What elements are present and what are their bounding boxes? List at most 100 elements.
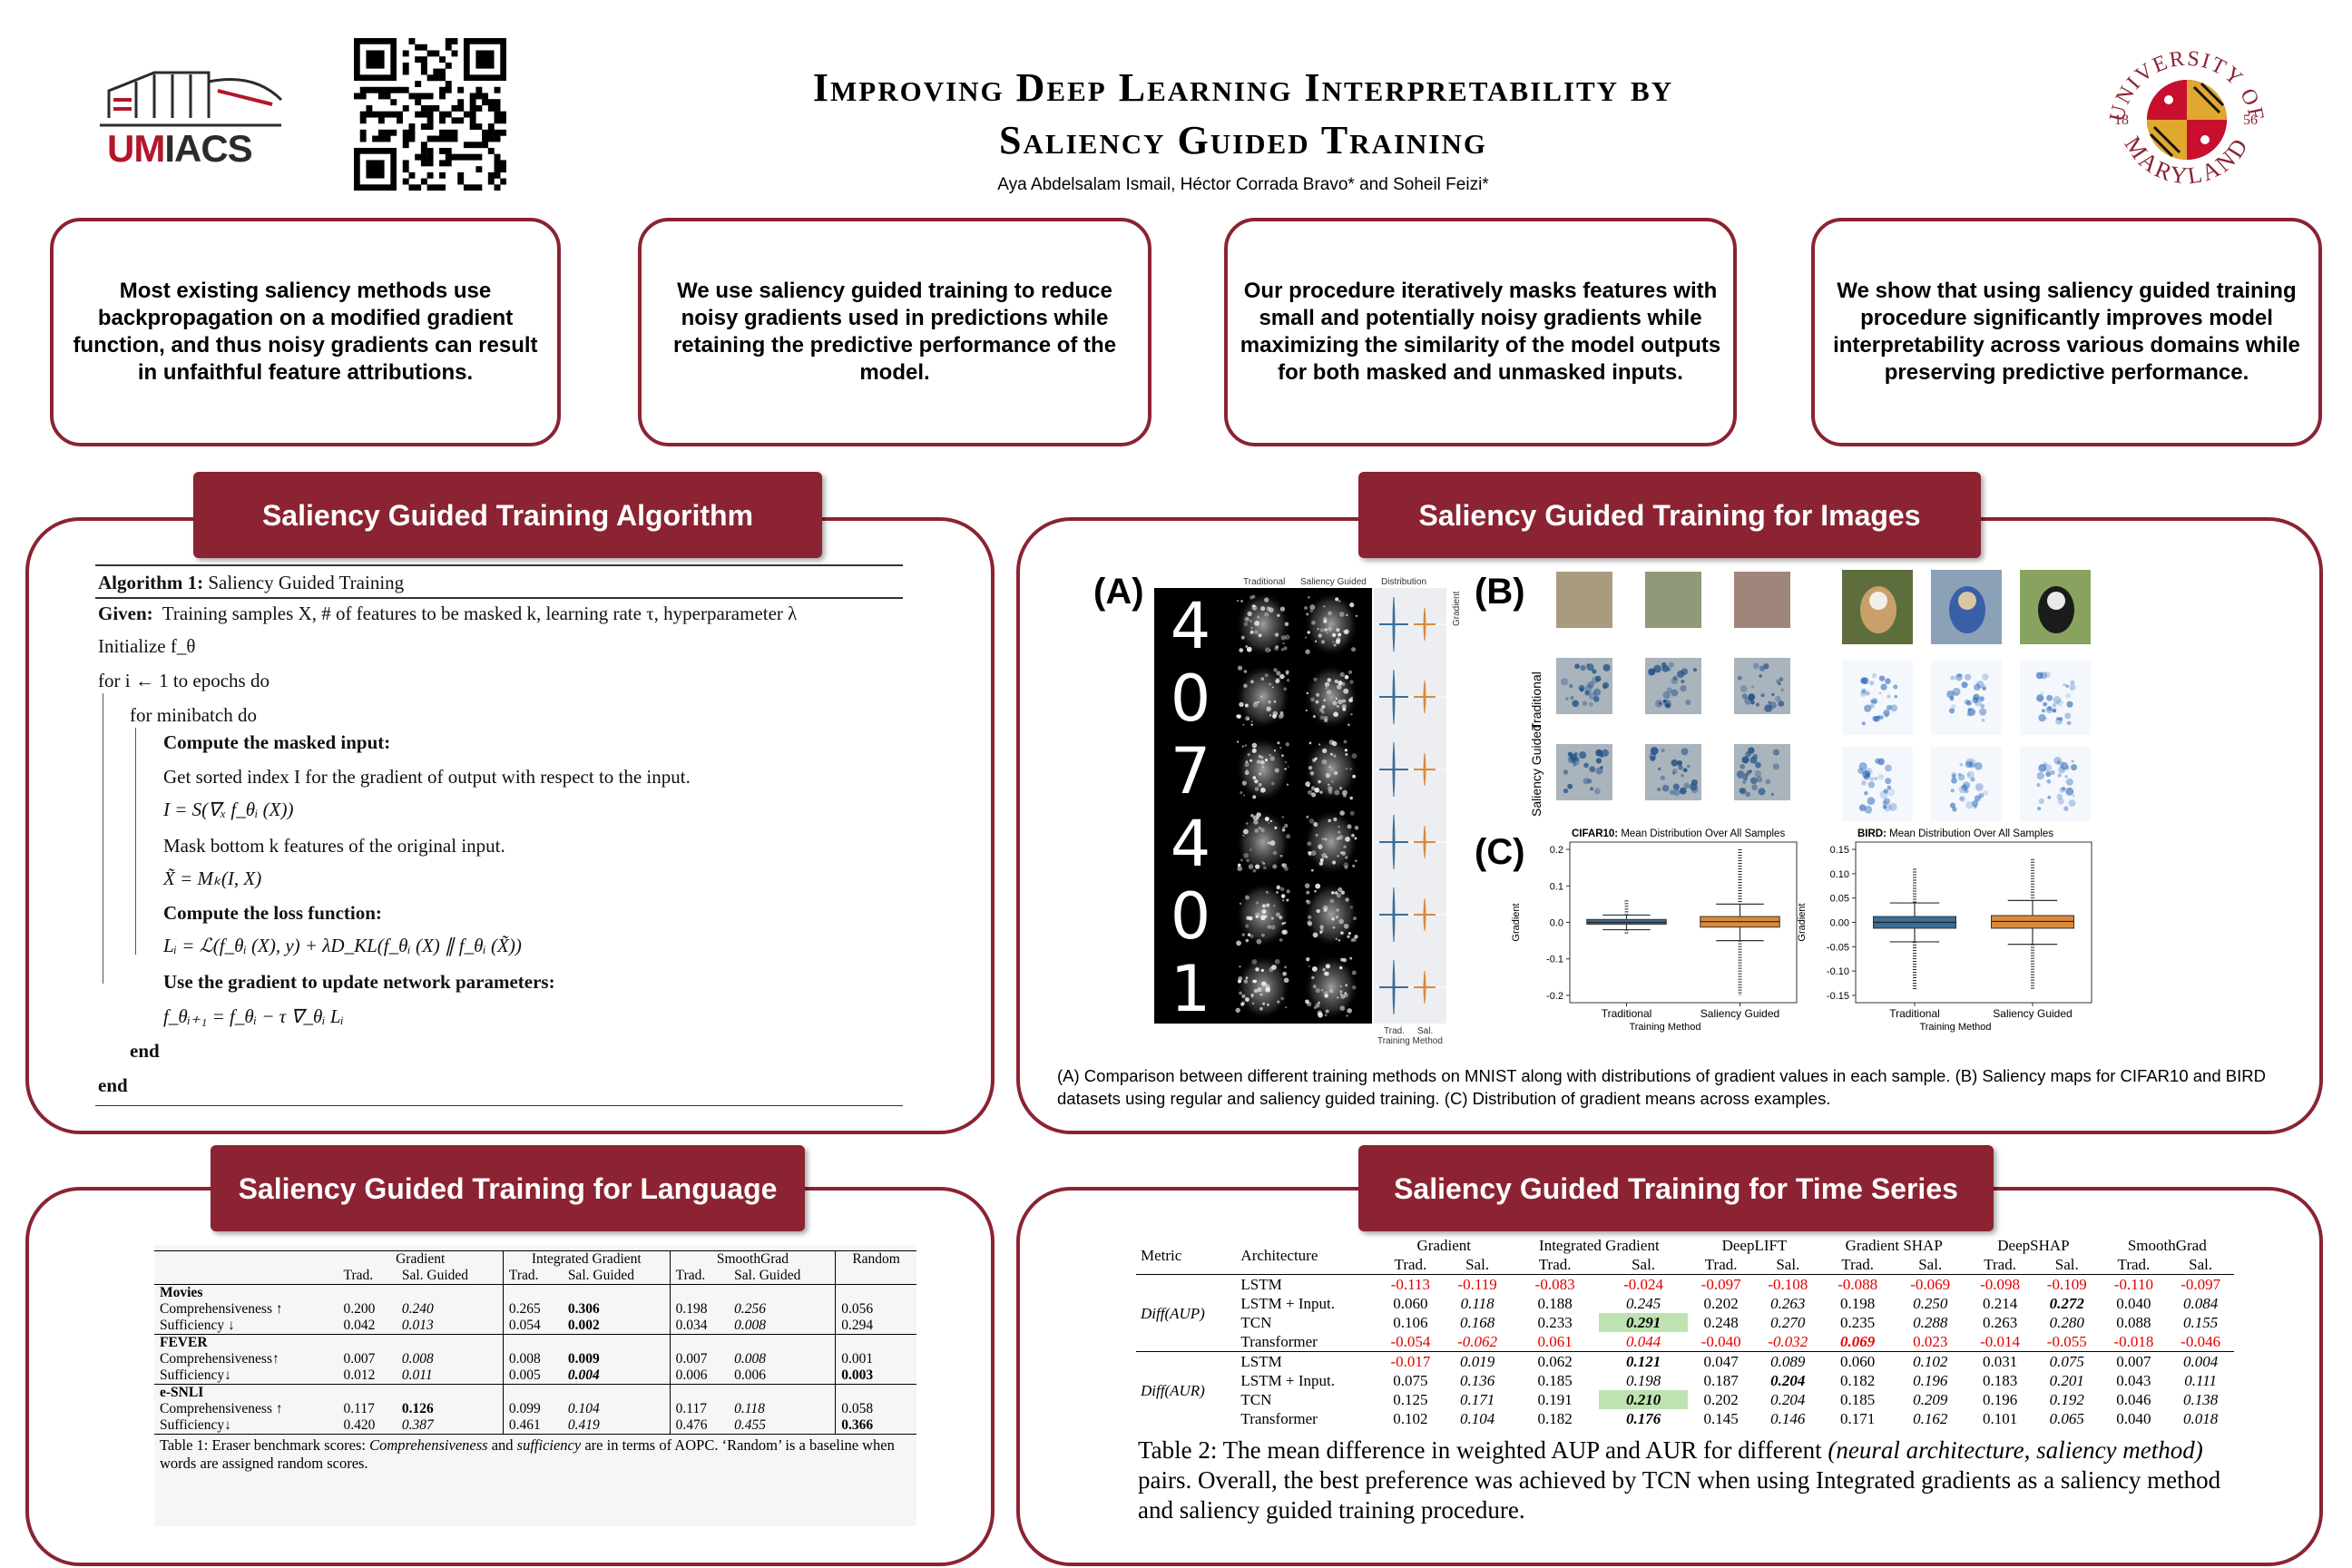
- table2-cell: 0.191: [1537, 1391, 1573, 1408]
- table2-cell: -0.119: [1457, 1276, 1497, 1293]
- table1-cell: 0.008: [729, 1318, 837, 1335]
- saliency-guided-map: [1304, 809, 1358, 875]
- table2-cell: -0.088: [1838, 1276, 1878, 1293]
- claim-box-3: Our procedure iteratively masks features…: [1224, 218, 1737, 446]
- mnist-xtick-trad: Trad.: [1384, 1026, 1405, 1036]
- table2-cell: 0.201: [2049, 1372, 2084, 1389]
- metric-label: Sufficiency ↓: [160, 1318, 235, 1333]
- figure-label-a: (A): [1093, 572, 1144, 612]
- table1-cell: 0.387: [396, 1417, 504, 1434]
- table2-cell: -0.098: [1980, 1276, 2021, 1293]
- table2-cell: 0.235: [1840, 1314, 1876, 1331]
- table2-cell: 0.288: [1913, 1314, 1948, 1331]
- t1-subhead: Trad.: [343, 1268, 374, 1283]
- table2-cell: 0.060: [1840, 1353, 1876, 1370]
- table2-cell: 0.272: [2049, 1295, 2084, 1312]
- table1-cell: 0.011: [396, 1367, 504, 1385]
- t2-subhead: Sal.: [1918, 1256, 1943, 1273]
- t2-subhead: Sal.: [2189, 1256, 2213, 1273]
- table2-cell: 0.088: [2116, 1314, 2151, 1331]
- table2-cell: 0.136: [1459, 1372, 1495, 1389]
- metric-label: Diff(AUP): [1141, 1304, 1205, 1322]
- table2-cell: -0.062: [1457, 1333, 1498, 1350]
- traditional-saliency-map: [1236, 664, 1290, 730]
- table2-cell: -0.097: [2180, 1276, 2221, 1293]
- mnist-digit: 7: [1171, 734, 1211, 808]
- table1-cell: 0.419: [562, 1417, 671, 1434]
- algorithm-for-epochs: for i ← 1 to epochs do: [98, 670, 270, 691]
- architecture-label: LSTM + Input.: [1240, 1372, 1335, 1389]
- mnist-distribution-strip: [1374, 588, 1446, 1024]
- table2-cell: 0.245: [1625, 1295, 1661, 1312]
- table2-cell: 0.018: [2183, 1410, 2219, 1427]
- table1-cell: 0.058: [841, 1401, 874, 1416]
- t1-group-ig: Integrated Gradient: [503, 1251, 671, 1268]
- table2-cell: 0.089: [1770, 1353, 1806, 1370]
- dataset-name: Movies: [160, 1285, 203, 1300]
- table2-cell: 0.047: [1703, 1353, 1739, 1370]
- algorithm-step-mask-b: Mask bottom k features of the original i…: [163, 835, 505, 857]
- t1-group-smoothgrad: SmoothGrad: [670, 1251, 837, 1268]
- table2-cell: 0.171: [1459, 1391, 1495, 1408]
- mnist-digit: 0: [1171, 879, 1211, 954]
- table2-cell: 0.263: [1770, 1295, 1806, 1312]
- chart-title: CIFAR10: Mean Distribution Over All Samp…: [1572, 828, 1785, 839]
- t2-group: Gradient: [1416, 1237, 1471, 1254]
- t2-group: DeepSHAP: [1997, 1237, 2070, 1254]
- table1-cell: 0.420: [343, 1417, 376, 1433]
- table1-cell: 0.104: [562, 1401, 671, 1417]
- table1-container: Gradient Integrated Gradient SmoothGrad …: [154, 1245, 916, 1526]
- table1-cell: 0.042: [343, 1318, 376, 1333]
- table2-cell: 0.280: [2049, 1314, 2084, 1331]
- table1-cell: 0.056: [841, 1301, 874, 1317]
- t2-metric-head: Metric: [1141, 1246, 1182, 1264]
- mnist-col-traditional: Traditional: [1243, 577, 1286, 587]
- metric-label: Diff(AUR): [1141, 1381, 1205, 1399]
- table2-cell: -0.040: [1700, 1333, 1741, 1350]
- table1-caption: Table 1: Eraser benchmark scores: Compre…: [160, 1436, 895, 1472]
- table2-cell: -0.014: [1980, 1333, 2021, 1350]
- table2-cell: 0.188: [1537, 1295, 1573, 1312]
- mnist-digit: 1: [1171, 952, 1211, 1024]
- table2-cell: 0.198: [1625, 1372, 1661, 1389]
- table2-cell: -0.083: [1534, 1276, 1575, 1293]
- qr-code[interactable]: [354, 38, 507, 191]
- table2-cell: 0.198: [1840, 1295, 1876, 1312]
- algorithm-step-loss: Compute the loss function:: [163, 902, 382, 924]
- metric-label: Sufficiency↓: [160, 1417, 231, 1433]
- architecture-label: LSTM: [1240, 1276, 1282, 1293]
- table1-cell: 0.118: [729, 1401, 837, 1417]
- architecture-label: TCN: [1240, 1314, 1272, 1331]
- table1-cell: 0.294: [841, 1318, 874, 1333]
- table2-cell: 0.210: [1599, 1390, 1688, 1409]
- table2-cell: 0.182: [1840, 1372, 1876, 1389]
- table2-cell: 0.043: [2116, 1372, 2151, 1389]
- seal-year-right: 56: [2243, 113, 2258, 128]
- t1-group-gradient: Gradient: [338, 1251, 504, 1268]
- x-tick-label: Traditional: [1602, 1007, 1652, 1020]
- algorithm-end-inner: end: [130, 1040, 160, 1062]
- metric-label: Comprehensiveness ↑: [160, 1401, 283, 1416]
- x-tick-label: Traditional: [1889, 1007, 1940, 1020]
- table2-cell: 0.121: [1625, 1353, 1661, 1370]
- row-label-traditional: Traditional: [1529, 671, 1544, 730]
- table1-cell: 0.265: [508, 1301, 541, 1317]
- mnist-col-saliency: Saliency Guided: [1300, 577, 1367, 587]
- poster-title: Improving Deep Learning Interpretability…: [812, 65, 1674, 162]
- row-label-saliency-guided: Saliency Guided: [1529, 724, 1544, 817]
- y-tick-label: 0.10: [1830, 869, 1849, 880]
- table1-cell: 0.126: [396, 1401, 504, 1417]
- table2-cell: 0.185: [1537, 1372, 1573, 1389]
- t2-subhead: Trad.: [1841, 1256, 1875, 1273]
- table2-cell: 0.044: [1625, 1333, 1661, 1350]
- cifar10-boxplot: CIFAR10: Mean Distribution Over All Samp…: [1506, 826, 1806, 1048]
- t1-subhead: Trad.: [675, 1268, 706, 1283]
- t2-subhead: Trad.: [1394, 1256, 1427, 1273]
